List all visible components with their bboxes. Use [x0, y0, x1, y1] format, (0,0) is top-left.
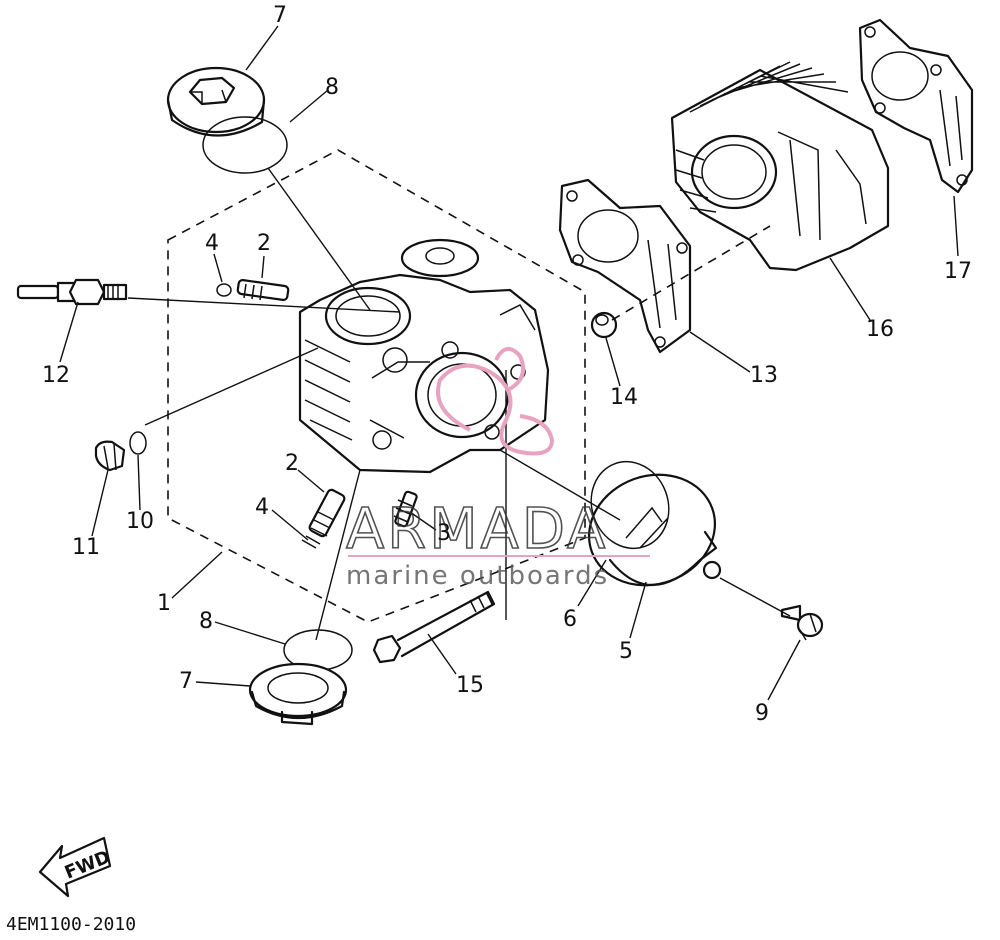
callout-3: 3 [437, 521, 451, 546]
cylinder-base-gasket [858, 18, 974, 194]
dowel-pin-14 [590, 311, 618, 339]
callout-17: 17 [944, 259, 972, 284]
through-bolt [372, 590, 496, 664]
callout-numbers: 7 8 4 2 12 11 10 2 4 3 1 8 7 15 6 5 9 14… [42, 3, 972, 726]
callout-8-top: 8 [325, 75, 339, 100]
callout-6: 6 [563, 607, 577, 632]
valve-cover-top [166, 66, 266, 137]
stud-bolt-upper [236, 279, 290, 301]
callout-16: 16 [866, 317, 894, 342]
watermark: ARMADA marine outboards [345, 347, 650, 591]
callout-14: 14 [610, 385, 638, 410]
leader-lines [59, 25, 959, 701]
spark-plug [16, 278, 128, 306]
assembly-group-outline [167, 149, 586, 623]
cylinder-head [298, 238, 550, 474]
callout-7-top: 7 [273, 3, 287, 28]
callout-8-bottom: 8 [199, 609, 213, 634]
watermark-brand: ARMADA [346, 497, 608, 562]
stud-3 [393, 490, 418, 528]
callout-2-bottom: 2 [285, 451, 299, 476]
callout-7-bottom: 7 [179, 669, 193, 694]
side-cover [587, 473, 722, 587]
side-cover-bolt [780, 604, 824, 641]
callout-2-top: 2 [257, 231, 271, 256]
stud-bolt-lower [308, 488, 346, 538]
plug-bolt [94, 440, 126, 472]
callout-15: 15 [456, 673, 484, 698]
callout-9: 9 [755, 701, 769, 726]
o-ring-top [202, 116, 288, 174]
alignment-lines [127, 167, 791, 641]
dowel-pin-lower [301, 535, 321, 549]
callout-5: 5 [619, 639, 633, 664]
watermark-swirl [436, 347, 555, 456]
diagram-code: 4EM1100-2010 [6, 914, 136, 935]
gasket-washer [129, 431, 147, 455]
side-cover-gasket [590, 460, 670, 550]
callout-12: 12 [42, 363, 70, 388]
callout-10: 10 [126, 509, 154, 534]
callout-4-top: 4 [205, 231, 219, 256]
callout-4-bottom: 4 [255, 495, 269, 520]
callout-13: 13 [750, 363, 778, 388]
callout-11: 11 [72, 535, 100, 560]
watermark-tagline: marine outboards [346, 561, 609, 591]
callout-1: 1 [157, 591, 171, 616]
dowel-pin-upper [216, 283, 232, 297]
cylinder-block [670, 61, 890, 272]
forward-direction-arrow: FWD [38, 836, 113, 898]
cylinder-head-gasket [558, 178, 692, 354]
valve-cover-bottom [248, 662, 348, 726]
